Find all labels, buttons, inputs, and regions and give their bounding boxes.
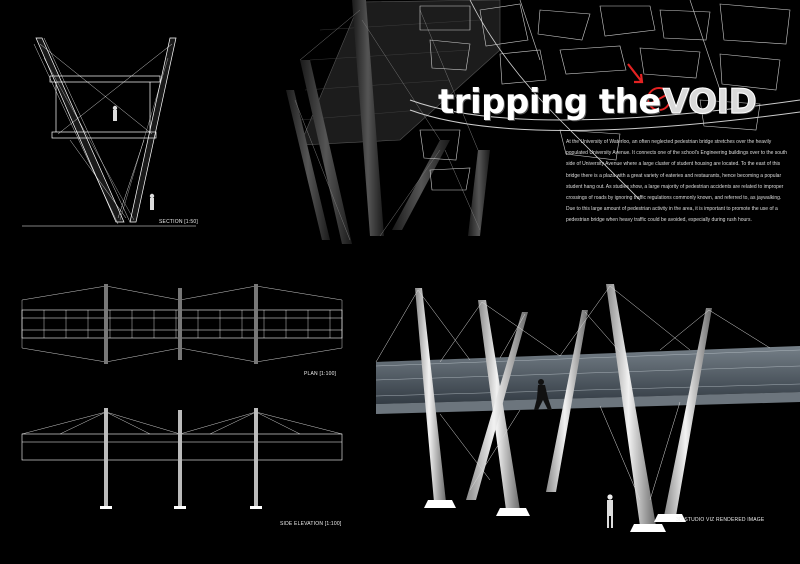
project-description: At the University of Waterloo, an often …: [566, 139, 788, 224]
title-void: VOID: [662, 82, 757, 123]
site-map: [409, 0, 800, 201]
top-render: [286, 0, 501, 244]
render-label: 3D STUDIO VIZ RENDERED IMAGE: [676, 517, 765, 523]
section-drawing: [22, 37, 196, 227]
section-label: SECTION [1:50]: [159, 219, 198, 225]
location-marker: [627, 63, 671, 111]
main-render: [375, 284, 800, 532]
elevation-label: SIDE ELEVATION [1:100]: [280, 521, 342, 527]
plan-drawing: [21, 284, 343, 364]
plan-label: PLAN [1:100]: [304, 371, 337, 377]
title-prefix: tripping the: [438, 82, 661, 122]
poster-title: tripping theVOID: [438, 82, 757, 123]
elevation-drawing: [21, 408, 343, 509]
